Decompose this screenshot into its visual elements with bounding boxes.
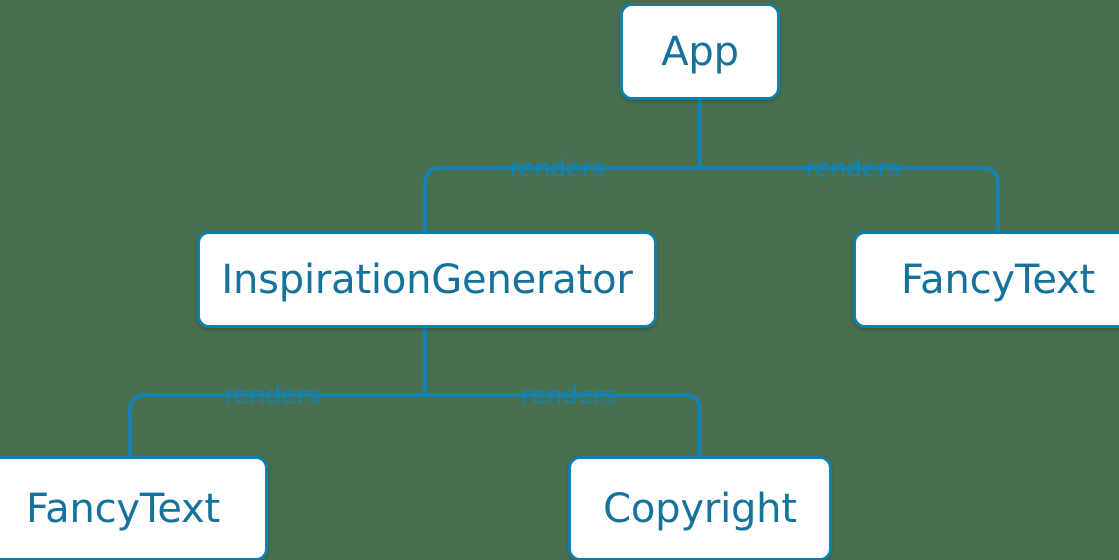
node-fancytext-bottom-label: FancyText	[26, 485, 220, 532]
edge-label-app-to-fancytext-right: renders	[805, 153, 901, 183]
node-inspiration-generator-label: InspirationGenerator	[221, 256, 633, 303]
node-copyright[interactable]: Copyright	[568, 456, 832, 560]
node-app[interactable]: App	[620, 3, 780, 100]
edge-label-app-to-inspiration-generator: renders	[509, 153, 605, 183]
node-fancytext-right-label: FancyText	[901, 256, 1095, 303]
node-fancytext-right[interactable]: FancyText	[853, 231, 1119, 328]
node-fancytext-bottom[interactable]: FancyText	[0, 456, 268, 560]
node-app-label: App	[661, 28, 739, 75]
node-copyright-label: Copyright	[603, 485, 797, 532]
edge-label-inspiration-generator-to-fancytext-bottom: renders	[224, 380, 320, 410]
edge-label-inspiration-generator-to-copyright: renders	[521, 380, 617, 410]
node-inspiration-generator[interactable]: InspirationGenerator	[197, 231, 657, 328]
